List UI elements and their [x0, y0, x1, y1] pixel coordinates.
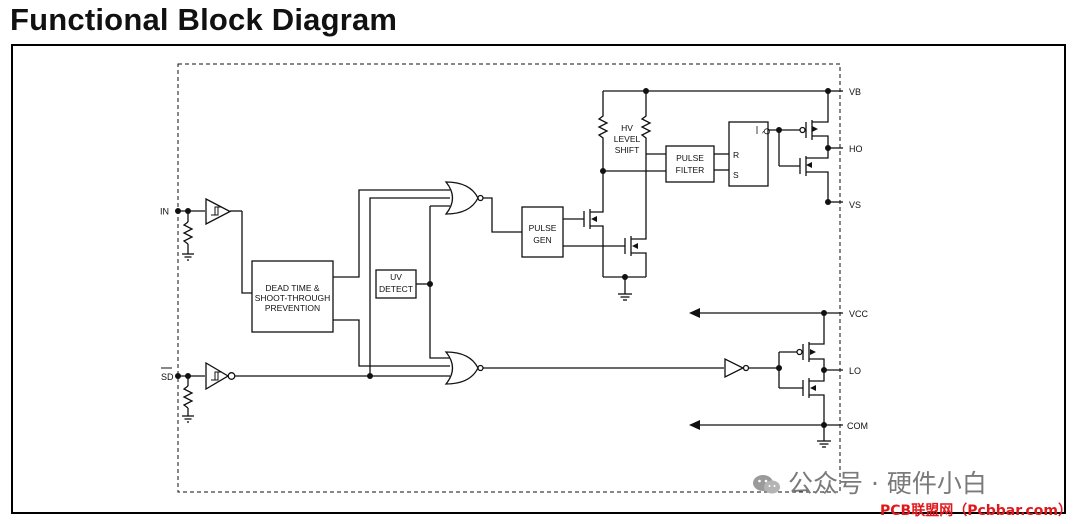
diagram-title: Functional Block Diagram	[10, 2, 398, 37]
sd-pulldown-resistor	[182, 385, 194, 409]
lower-nor-gate	[444, 351, 479, 385]
dead-time-line-2: SHOOT-THROUGH	[255, 293, 331, 303]
hv-level-shift-line-1: HV	[621, 123, 633, 133]
pulse-gen-block	[521, 206, 564, 258]
level-shift-resistor-right	[640, 91, 652, 182]
latch-q-label: Q	[762, 128, 772, 135]
uv-detect-line-2: DETECT	[379, 284, 413, 294]
watermark: 公众号 · 硬件小白	[752, 464, 987, 500]
watermark-text: 公众号 · 硬件小白	[788, 469, 987, 498]
hv-level-shift-line-3: SHIFT	[615, 145, 640, 155]
pin-vs-label: VS	[849, 200, 861, 210]
pin-vcc-label: VCC	[849, 309, 869, 319]
dead-time-line-1: DEAD TIME &	[265, 283, 319, 293]
upper-nor-gate	[444, 181, 479, 215]
pulse-filter-line-1: PULSE	[676, 153, 704, 163]
pin-com-label: COM	[847, 421, 868, 431]
in-schmitt-buffer	[205, 197, 232, 226]
pulse-filter-block	[665, 145, 715, 183]
pin-lo-label: LO	[849, 366, 861, 376]
latch-s-label: S	[733, 170, 739, 180]
diagram-frame	[11, 44, 1066, 514]
source-watermark: PCB联盟网（Pcbbar.com）	[880, 503, 1072, 519]
hv-level-shift-line-2: LEVEL	[614, 134, 641, 144]
pin-sd-label: SD	[161, 372, 174, 382]
pin-vb-label: VB	[849, 87, 861, 97]
in-pulldown-resistor	[182, 221, 194, 245]
pin-ho-label: HO	[849, 144, 863, 154]
uv-detect-line-1: UV	[390, 272, 402, 282]
level-shift-resistor-left	[597, 91, 609, 176]
dead-time-line-3: PREVENTION	[265, 303, 320, 313]
pulse-gen-line-1: PULSE	[529, 223, 557, 233]
ic-boundary	[177, 63, 841, 493]
dead-time-block	[251, 260, 334, 333]
pulse-gen-line-2: GEN	[533, 235, 551, 245]
lo-inverter	[724, 357, 745, 379]
sd-schmitt-buffer	[205, 361, 230, 391]
rs-latch	[728, 121, 769, 187]
latch-r-label: R	[733, 150, 739, 160]
pulse-filter-line-2: FILTER	[676, 165, 705, 175]
wechat-icon	[752, 472, 782, 494]
pin-in-label: IN	[160, 207, 169, 217]
